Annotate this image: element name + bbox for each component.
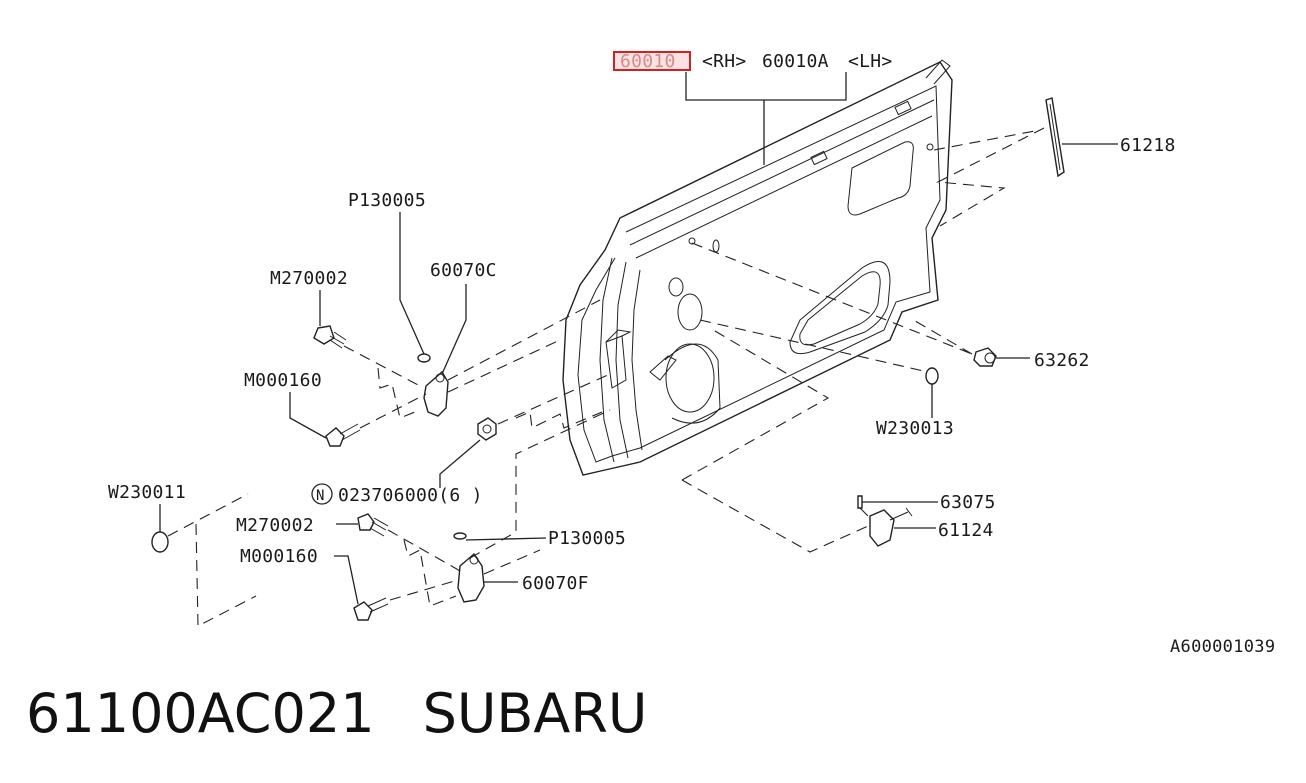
part-nut (439, 373, 611, 488)
label-m000160-bottom[interactable]: M000160 (240, 546, 318, 567)
upper-hinge-group (289, 212, 601, 447)
label-60070c[interactable]: 60070C (430, 260, 497, 281)
footer-part-number: 61100AC021 (26, 682, 375, 745)
label-60010[interactable]: 60010 (620, 51, 676, 72)
label-61218[interactable]: 61218 (1120, 135, 1176, 156)
footer-brand: SUBARU (422, 682, 648, 745)
label-60070f[interactable]: 60070F (522, 573, 589, 594)
label-nut-group[interactable]: N 023706000(6 ) (311, 483, 483, 506)
label-m000160-top[interactable]: M000160 (244, 370, 322, 391)
highlight-box (613, 51, 691, 71)
label-lh: <LH> (848, 51, 893, 72)
part-labels: 60010 <RH> 60010A <LH> 61218 63262 W2300… (108, 51, 1275, 657)
title-leader (685, 72, 847, 165)
footer-caption: 61100AC021 SUBARU (26, 682, 647, 745)
lock-group (681, 327, 938, 553)
label-m270002-bottom[interactable]: M270002 (236, 515, 314, 536)
label-n-prefix: N (316, 488, 325, 504)
label-p130005-bottom[interactable]: P130005 (548, 528, 626, 549)
label-60010a[interactable]: 60010A (762, 51, 829, 72)
part-61218 (933, 97, 1118, 227)
n-circle-icon (311, 483, 333, 505)
label-p130005-top[interactable]: P130005 (348, 190, 426, 211)
label-63262[interactable]: 63262 (1034, 350, 1090, 371)
label-023706000: 023706000(6 ) (338, 485, 483, 506)
label-w230011[interactable]: W230011 (108, 482, 186, 503)
part-w230013 (699, 319, 939, 418)
label-rh: <RH> (702, 51, 747, 72)
door-panel (562, 59, 953, 476)
part-63262 (691, 242, 1030, 367)
lower-hinge-group (151, 409, 611, 627)
label-w230013[interactable]: W230013 (876, 418, 954, 439)
figure-code: A600001039 (1170, 637, 1275, 657)
label-63075[interactable]: 63075 (940, 492, 996, 513)
label-m270002-top[interactable]: M270002 (270, 268, 348, 289)
label-61124[interactable]: 61124 (938, 520, 994, 541)
